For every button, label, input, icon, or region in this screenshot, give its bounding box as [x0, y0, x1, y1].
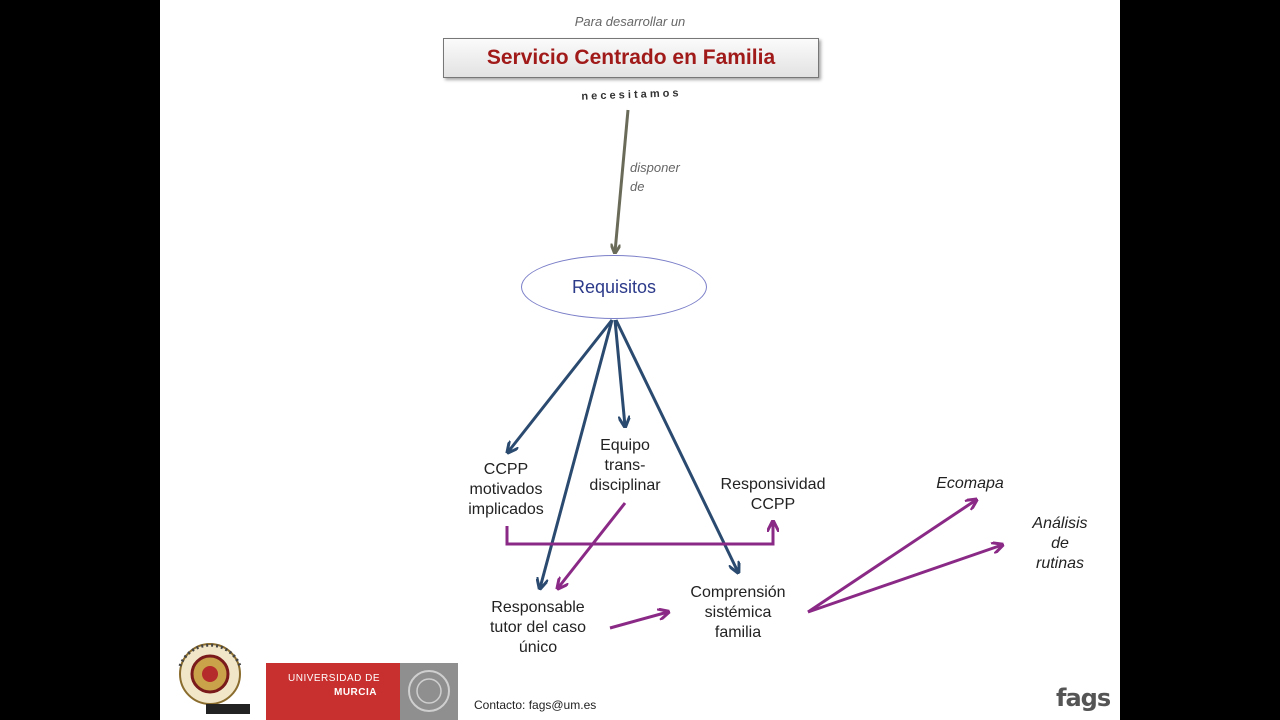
requisitos-node: Requisitos [521, 255, 707, 319]
node-comprension-line1: Comprensión [690, 584, 786, 601]
arrow-comprension-to-ecomapa [807, 500, 976, 614]
node-equipo-line1: Equipo [600, 437, 650, 454]
pre-title-text: Para desarrollar un [574, 14, 686, 29]
edge-label-de: de [630, 179, 645, 194]
node-responsividad: Responsividad CCPP [698, 475, 848, 515]
research-group-seal-logo [178, 643, 250, 714]
node-equipo: Equipo trans- disciplinar [565, 436, 685, 496]
arrow-requisitos-to-ccpp [508, 319, 614, 452]
arrow-requisitos-to-equipo [613, 319, 625, 426]
node-responsividad-line2: CCPP [750, 496, 796, 513]
node-ccpp-line1: CCPP [483, 461, 529, 478]
fags-logo: fags [1056, 684, 1111, 712]
node-equipo-line2: trans- [604, 457, 646, 474]
node-tutor-line3: único [518, 639, 558, 656]
node-ccpp: CCPP motivados implicados [446, 460, 566, 520]
node-comprension-line2: sistémica [704, 604, 772, 621]
node-analisis-line3: rutinas [1035, 555, 1085, 572]
requisitos-label: Requisitos [571, 277, 657, 297]
node-comprension: Comprensión sistémica familia [668, 583, 808, 643]
node-tutor-line1: Responsable [491, 599, 585, 616]
arrow-comprension-to-analisis [807, 545, 1002, 614]
node-ccpp-line3: implicados [468, 501, 544, 518]
arrow-ccpp-to-responsividad [505, 522, 773, 546]
arrow-tutor-to-comprension [609, 612, 668, 630]
node-responsividad-line1: Responsividad [720, 476, 826, 493]
arrow-equipo-to-tutor [558, 502, 627, 588]
node-analisis-line2: de [1051, 535, 1069, 552]
university-logo: UNIVERSIDAD DE MURCIA [266, 663, 458, 720]
university-name-line1: UNIVERSIDAD DE [288, 673, 381, 684]
arrow-title-to-requisitos [615, 109, 630, 252]
node-analisis-line1: Análisis [1032, 515, 1088, 532]
node-ccpp-line2: motivados [469, 481, 543, 498]
title-box: Servicio Centrado en Familia [443, 38, 819, 78]
slide: Para desarrollar un Servicio Centrado en… [160, 0, 1120, 720]
node-comprension-line3: familia [714, 624, 762, 641]
university-crest-icon [400, 663, 458, 720]
node-tutor-line2: tutor del caso [489, 619, 587, 636]
university-name-line2: MURCIA [334, 687, 377, 698]
node-ecomapa: Ecomapa [936, 475, 1004, 492]
contact-text: Contacto: fags@um.es [474, 698, 597, 712]
node-equipo-line3: disciplinar [589, 477, 661, 494]
arrows-layer [160, 109, 1120, 630]
edge-label-disponer: disponer [630, 160, 680, 175]
page-title: Servicio Centrado en Familia [486, 46, 776, 69]
arrow-requisitos-to-comprension [614, 319, 738, 572]
node-analisis: Análisis de rutinas [1010, 514, 1110, 574]
node-tutor: Responsable tutor del caso único [468, 598, 608, 658]
